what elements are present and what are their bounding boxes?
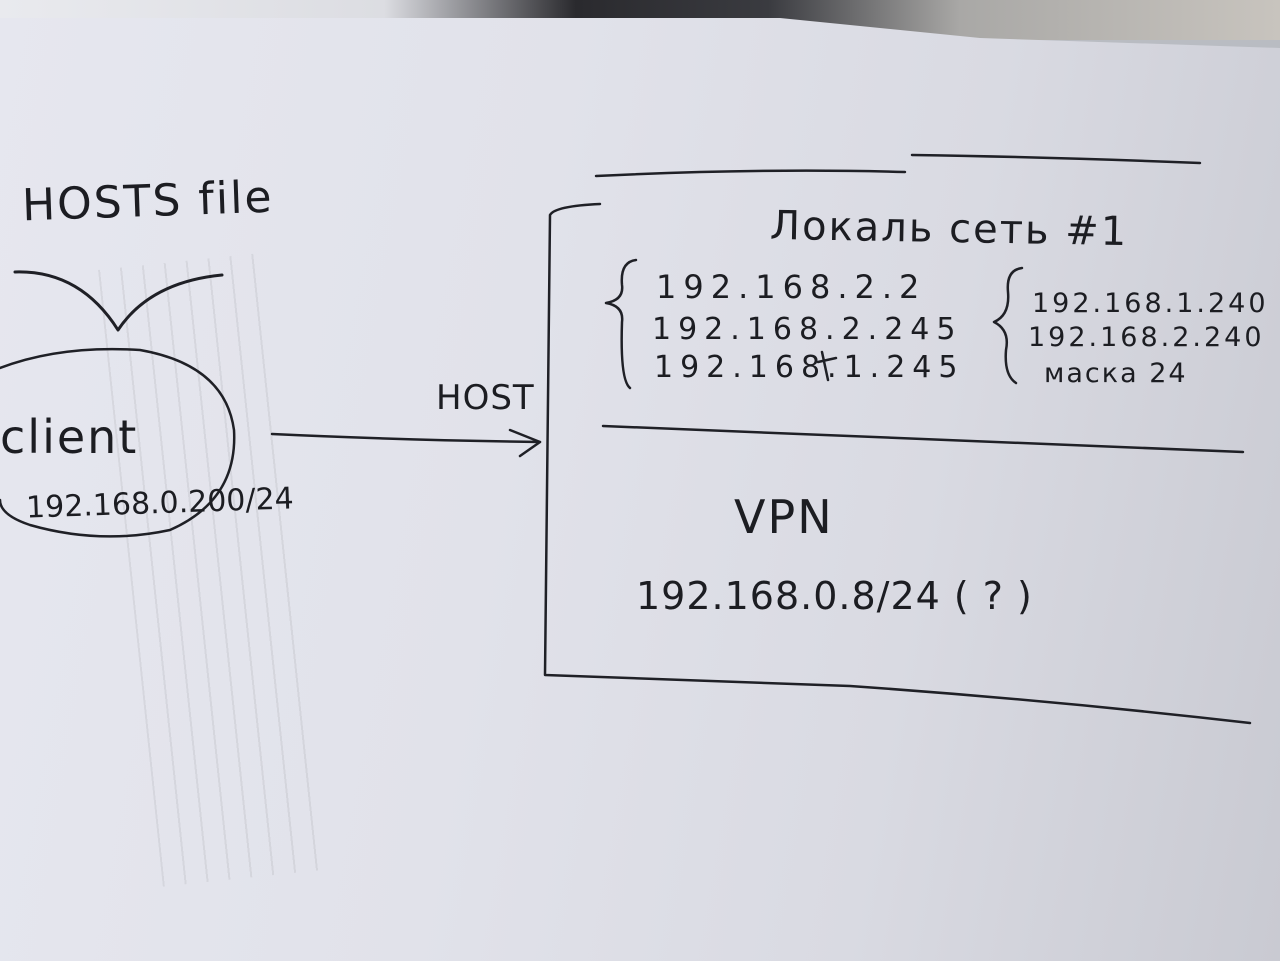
lan-right-ip-2: 192.168.2.240 <box>1028 322 1265 353</box>
arrow-head <box>508 428 542 458</box>
lan-right-ip-1: 192.168.1.240 <box>1032 288 1269 319</box>
vpn-ip: 192.168.0.8/24 ( ? ) <box>636 574 1033 618</box>
lan-left-ip-2: 192.168.2.245 <box>652 312 963 347</box>
client-ellipse <box>0 347 236 538</box>
vpn-title: VPN <box>734 490 834 544</box>
left-brace <box>604 258 638 390</box>
hosts-bracket <box>13 270 224 332</box>
arrow-line <box>270 432 542 444</box>
hosts-file-label: HOSTS file <box>21 171 275 232</box>
correction-mark <box>816 350 838 382</box>
lan-left-ip-1: 192.168.2.2 <box>656 268 927 306</box>
network-box <box>543 153 1252 725</box>
lan-title: Локаль сеть #1 <box>769 202 1129 256</box>
right-brace <box>992 266 1024 385</box>
host-arrow-label: HOST <box>436 378 535 418</box>
lan-left-ip-3: 192.168.1.245 <box>654 350 965 385</box>
client-label: client <box>0 410 139 464</box>
lan-right-mask: маска 24 <box>1044 358 1188 389</box>
section-divider <box>601 424 1245 454</box>
